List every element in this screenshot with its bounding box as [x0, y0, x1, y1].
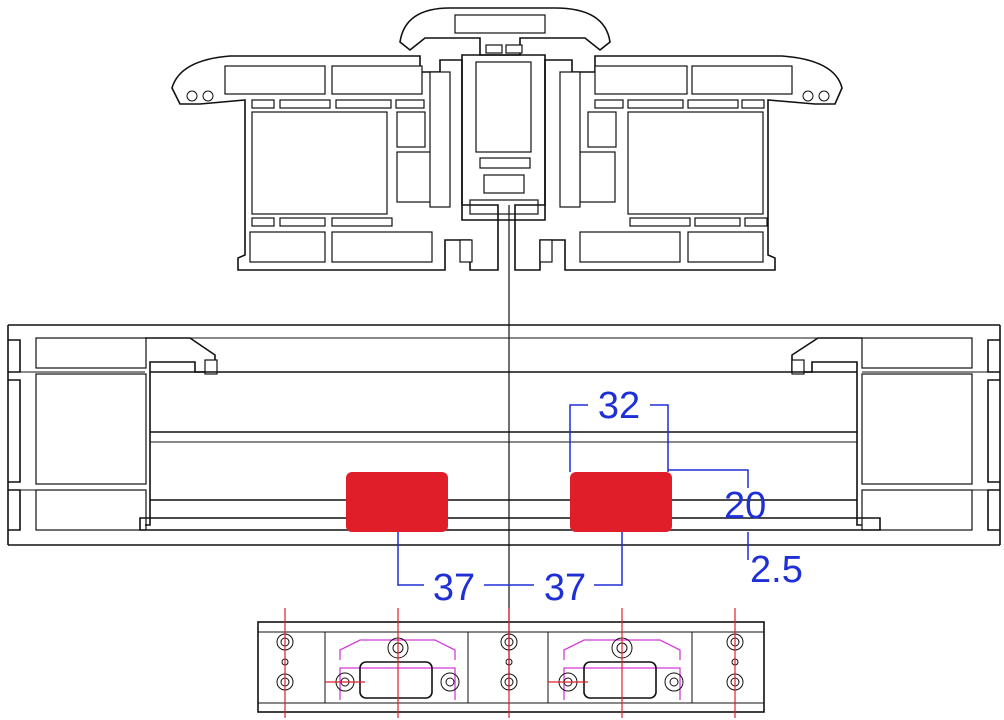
profile-cross-section [171, 7, 843, 271]
keeper-plate [257, 608, 765, 718]
dimension-label-right: 37 [544, 567, 586, 609]
dimension-label-height: 20 [724, 485, 766, 527]
frame-elevation [7, 324, 1001, 546]
keeper-marker-left [346, 472, 448, 532]
dimension-annotations: 32 20 2.5 37 37 [397, 385, 803, 609]
dimension-label-gap: 2.5 [750, 549, 803, 591]
dimension-label-left: 37 [433, 567, 475, 609]
dimension-label-width: 32 [598, 385, 640, 427]
keeper-marker-right [570, 472, 672, 532]
